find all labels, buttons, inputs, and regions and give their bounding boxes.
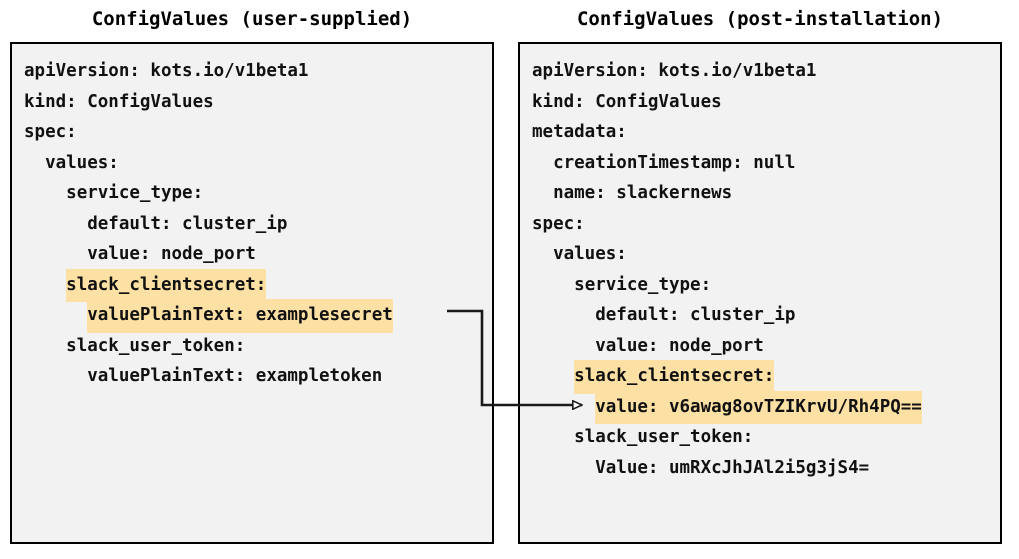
code-line: values: [24,147,490,178]
code-text: valuePlainText: exampletoken [87,366,383,386]
code-text: service_type: [574,274,712,295]
code-line: spec: [532,208,998,239]
code-indent [532,183,553,203]
code-text: slack_clientsecret: [574,360,775,394]
code-line: metadata: [532,116,998,147]
code-text: values: [45,152,119,173]
code-line: default: cluster_ip [532,299,998,330]
left-panel-title: ConfigValues (user-supplied) [91,8,413,30]
code-text: slack_user_token: [574,427,754,447]
code-text: value: node_port [595,335,764,356]
right-config-values-panel: apiVersion: kots.io/v1beta1 kind: ConfigV… [518,42,1002,544]
code-text: apiVersion: kots.io/v1beta1 [532,61,817,81]
right-panel-title: ConfigValues (post-installation) [576,8,944,30]
code-line: spec: [24,116,490,147]
left-config-values-panel: apiVersion: kots.io/v1beta1 kind: ConfigV… [10,42,494,544]
code-text: kind: ConfigValues [24,91,214,112]
code-indent [24,275,66,295]
code-indent [532,244,553,264]
code-line: default: cluster_ip [24,208,490,239]
code-indent [24,336,66,356]
code-line: value: node_port [24,238,490,269]
code-indent [24,183,66,203]
code-text: service_type: [66,183,204,203]
code-line: service_type: [24,177,490,208]
code-line: valuePlainText: examplesecret [24,299,490,333]
code-line: apiVersion: kots.io/v1beta1 [532,55,998,86]
right-config-values-code: apiVersion: kots.io/v1beta1 kind: ConfigV… [532,55,998,482]
code-indent [532,275,574,295]
code-line: values: [532,238,998,269]
code-line: slack_clientsecret: [24,268,490,302]
code-indent [24,214,87,234]
code-text: default: cluster_ip [87,213,288,234]
code-text: spec: [24,122,77,142]
code-indent [24,244,87,264]
code-indent [532,397,595,417]
code-text: slack_user_token: [66,335,246,356]
code-indent [532,458,595,478]
left-config-values-code: apiVersion: kots.io/v1beta1 kind: ConfigV… [24,55,490,391]
code-text: apiVersion: kots.io/v1beta1 [24,61,309,81]
code-line: apiVersion: kots.io/v1beta1 [24,55,490,86]
code-text: name: slackernews [553,183,733,203]
code-text: default: cluster_ip [595,305,796,325]
code-line: Value: umRXcJhJAl2i5g3jS4= [532,452,998,483]
code-text: kind: ConfigValues [532,91,722,112]
code-indent [532,366,574,386]
code-indent [24,305,87,325]
code-line: service_type: [532,269,998,300]
code-text: creationTimestamp: null [553,152,796,173]
code-indent [532,427,574,447]
code-line: kind: ConfigValues [24,86,490,117]
code-text: value: node_port [87,244,256,264]
code-line: kind: ConfigValues [532,86,998,117]
code-line: slack_user_token: [24,330,490,361]
code-indent [532,336,595,356]
code-indent [532,153,553,173]
code-text: slack_clientsecret: [66,268,267,302]
code-indent [532,305,595,325]
code-text: Value: umRXcJhJAl2i5g3jS4= [595,457,870,478]
code-line: name: slackernews [532,177,998,208]
code-indent [24,153,45,173]
code-line: slack_user_token: [532,421,998,452]
code-text: spec: [532,213,585,234]
code-indent [24,366,87,386]
code-line: value: v6awag8ovTZIKrvU/Rh4PQ== [532,390,998,424]
code-line: slack_clientsecret: [532,360,998,394]
code-line: value: node_port [532,330,998,361]
code-text: valuePlainText: examplesecret [87,299,393,333]
code-text: metadata: [532,122,627,142]
code-text: values: [553,244,627,264]
code-line: creationTimestamp: null [532,147,998,178]
code-text: value: v6awag8ovTZIKrvU/Rh4PQ== [595,390,922,424]
code-line: valuePlainText: exampletoken [24,360,490,391]
